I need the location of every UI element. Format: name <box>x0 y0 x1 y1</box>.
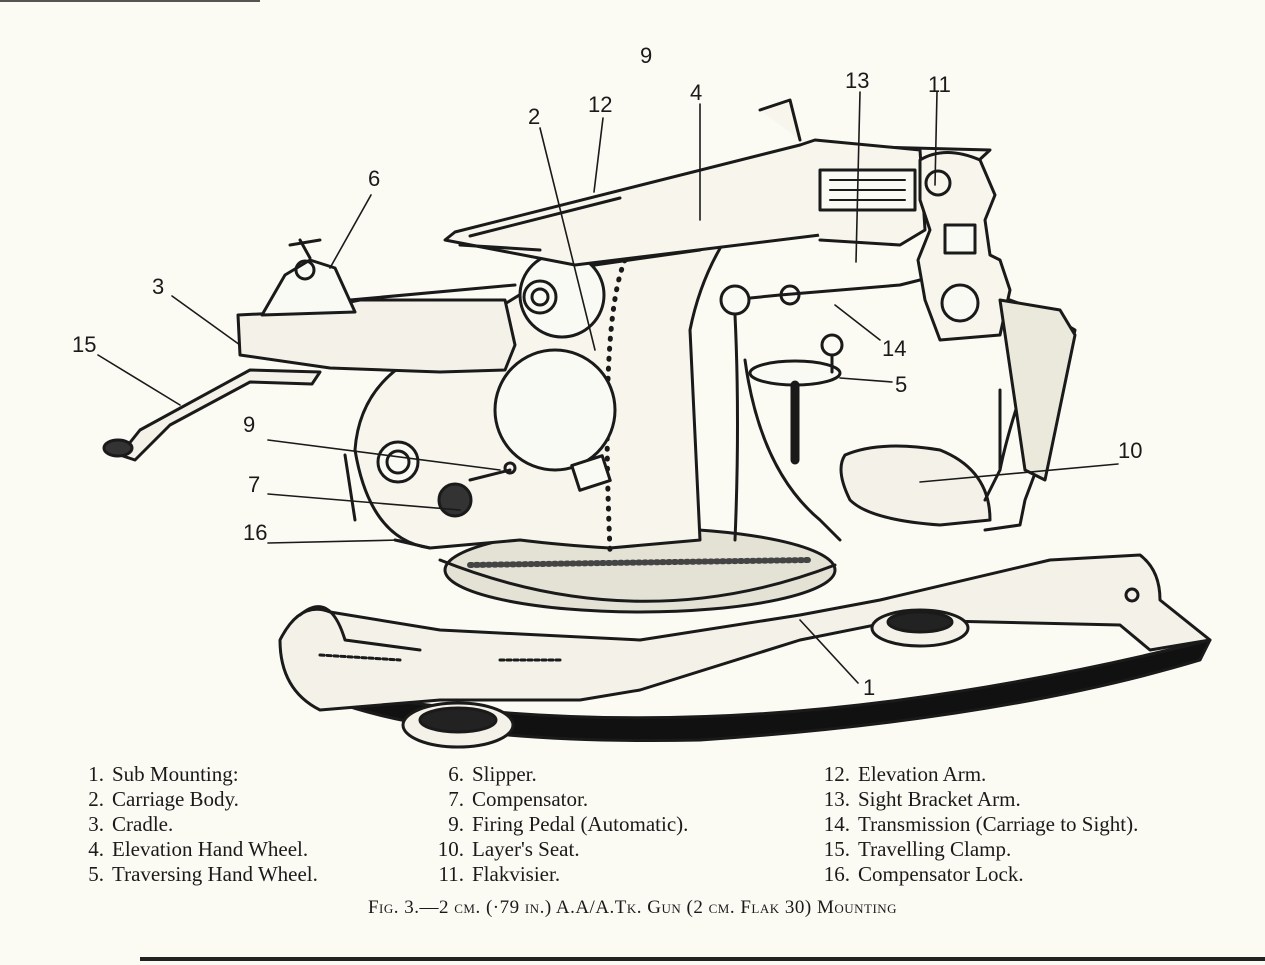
callout-4: 4 <box>690 80 702 105</box>
figure-caption: Fig. 3.—2 cm. (·79 in.) A.A/A.Tk. Gun (2… <box>367 897 898 918</box>
callout-3: 3 <box>152 274 164 299</box>
legend-item: 10.Layer's Seat. <box>437 837 580 861</box>
legend-item: 7.Compensator. <box>448 787 589 811</box>
travelling-clamp <box>118 368 322 462</box>
callout-16: 16 <box>243 520 267 545</box>
callout-6: 6 <box>368 166 380 191</box>
callout-9-left: 9 <box>243 412 255 437</box>
callout-1: 1 <box>863 675 875 700</box>
legend-item: 14.Transmission (Carriage to Sight). <box>823 812 1139 836</box>
bottom-rule <box>140 957 1265 961</box>
drum <box>493 348 617 472</box>
legend-item: 13.Sight Bracket Arm. <box>823 787 1021 811</box>
callout-15: 15 <box>72 332 96 357</box>
top-edge-rule <box>0 0 260 2</box>
callout-11: 11 <box>928 72 951 97</box>
legend-item: 16.Compensator Lock. <box>823 862 1024 886</box>
sub-mounting <box>278 553 1212 712</box>
legend-item: 6.Slipper. <box>448 762 537 786</box>
callout-10: 10 <box>1118 438 1142 463</box>
legend-item: 2.Carriage Body. <box>88 787 239 811</box>
legend-item: 5.Traversing Hand Wheel. <box>88 862 318 886</box>
legend-item: 11.Flakvisier. <box>438 862 561 886</box>
compensator <box>437 482 473 518</box>
legend-item: 15.Travelling Clamp. <box>823 837 1012 861</box>
callout-5: 5 <box>895 372 907 397</box>
slipper <box>260 258 357 317</box>
callout-12: 12 <box>588 92 612 117</box>
transmission <box>728 278 922 302</box>
legend-item: 3.Cradle. <box>88 812 174 836</box>
seat-back <box>998 298 1077 482</box>
callout-13: 13 <box>845 68 869 93</box>
legend-item: 1.Sub Mounting: <box>88 762 239 786</box>
legend-item: 12.Elevation Arm. <box>823 762 987 786</box>
mounting-diagram: 9 2 12 4 13 11 6 3 15 14 5 9 10 7 16 1 <box>72 43 1212 749</box>
callout-2: 2 <box>528 104 540 129</box>
callout-7: 7 <box>248 472 260 497</box>
ground-shadow <box>328 638 1212 742</box>
legend-column-1: 1.Sub Mounting: 2.Carriage Body. 3.Cradl… <box>78 762 318 887</box>
legend-column-2: 6.Slipper. 7.Compensator. 9.Firing Pedal… <box>428 762 689 887</box>
legend-column-3: 12.Elevation Arm. 13.Sight Bracket Arm. … <box>810 762 1139 887</box>
callout-9-top: 9 <box>640 43 652 68</box>
layers-seat <box>839 444 992 527</box>
legend-item: 9.Firing Pedal (Automatic). <box>448 812 689 836</box>
legend-item: 4.Elevation Hand Wheel. <box>88 837 309 861</box>
callout-14: 14 <box>882 336 906 361</box>
